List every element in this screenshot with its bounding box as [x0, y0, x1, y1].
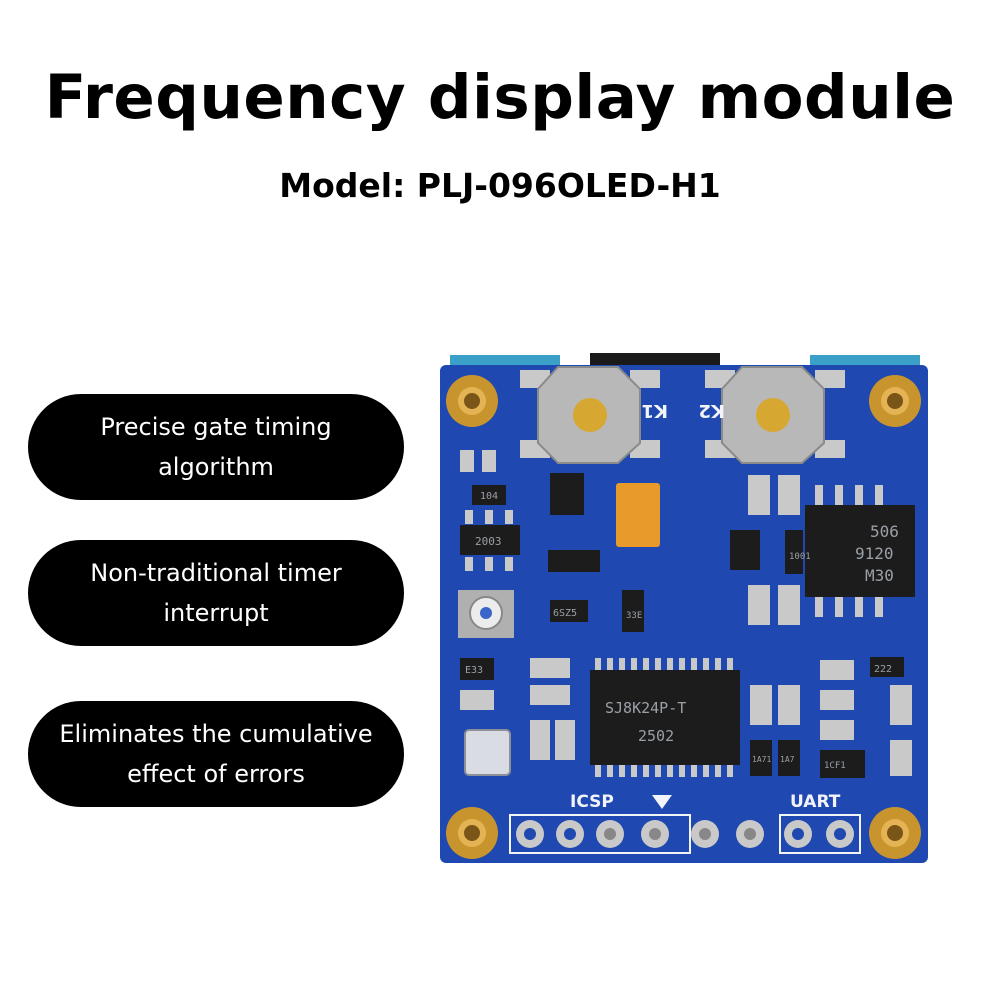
button-k1-icon[interactable]: [520, 366, 660, 464]
button-label: K2: [699, 400, 725, 421]
component-code: 104: [480, 491, 498, 502]
component-code: 222: [874, 664, 892, 675]
mounting-hole-icon: [446, 375, 498, 427]
sensor-component: [464, 729, 511, 776]
transistor: [820, 750, 865, 778]
resistor: [548, 550, 600, 572]
feature-badge-timer-interrupt: Non-traditional timer interrupt: [28, 540, 404, 646]
mounting-hole-icon: [869, 375, 921, 427]
chip-marking: 9120: [855, 544, 894, 563]
header-pins: [509, 814, 861, 854]
chip-marking: M30: [865, 566, 894, 585]
component-code: 1CF1: [824, 761, 846, 771]
button-label: K1: [642, 400, 668, 421]
feature-badge-gate-timing: Precise gate timing algorithm: [28, 394, 404, 500]
resistor: [622, 590, 644, 632]
capacitor: [555, 720, 575, 760]
transistor: [730, 530, 760, 570]
arrow-down-icon: [652, 795, 672, 809]
resistor: [778, 740, 800, 776]
feature-text: Precise gate timing algorithm: [100, 413, 332, 481]
transistor: [550, 473, 584, 515]
chip-marking: 2502: [638, 727, 674, 745]
mounting-hole-icon: [869, 807, 921, 859]
component-code: E33: [465, 665, 483, 676]
uart-label: UART: [790, 792, 841, 812]
mounting-hole-icon: [446, 807, 498, 859]
resistor: [460, 658, 494, 680]
resistor: [750, 740, 772, 776]
component-code: 2003: [475, 535, 502, 548]
chip-marking: SJ8K24P-T: [605, 699, 686, 717]
component-code: 33E: [626, 611, 642, 621]
side-chip: 506 9120 M30: [805, 485, 915, 617]
tantalum-capacitor: [616, 483, 660, 547]
feature-text: Eliminates the cumulative effect of erro…: [59, 720, 373, 788]
page-title: Frequency display module: [44, 62, 956, 133]
component-code: 1A71: [752, 755, 771, 764]
component-code: 1001: [789, 552, 811, 562]
capacitor: [530, 685, 570, 705]
feature-badge-error-elimination: Eliminates the cumulative effect of erro…: [28, 701, 404, 807]
capacitor: [530, 720, 550, 760]
feature-text: Non-traditional timer interrupt: [90, 559, 342, 627]
passive-components: [748, 475, 912, 776]
model-subtitle: Model: PLJ-096OLED-H1: [279, 166, 721, 205]
button-k2-icon[interactable]: [705, 366, 845, 464]
component-code: 1A7: [780, 755, 795, 764]
mcu-chip: SJ8K24P-T 2502: [590, 658, 740, 777]
regulator: [550, 600, 588, 622]
capacitor: [530, 658, 570, 678]
potentiometer-icon[interactable]: [458, 590, 514, 638]
icsp-label: ICSP: [570, 792, 614, 812]
component-code: 6SZ5: [553, 608, 577, 619]
resistor: [785, 530, 803, 574]
pcb-module-photo: K1 K2 104 2003 6SZ5 33E E33 SJ8K24P-T: [440, 353, 928, 863]
resistor: [870, 657, 904, 677]
chip-marking: 506: [870, 522, 899, 541]
